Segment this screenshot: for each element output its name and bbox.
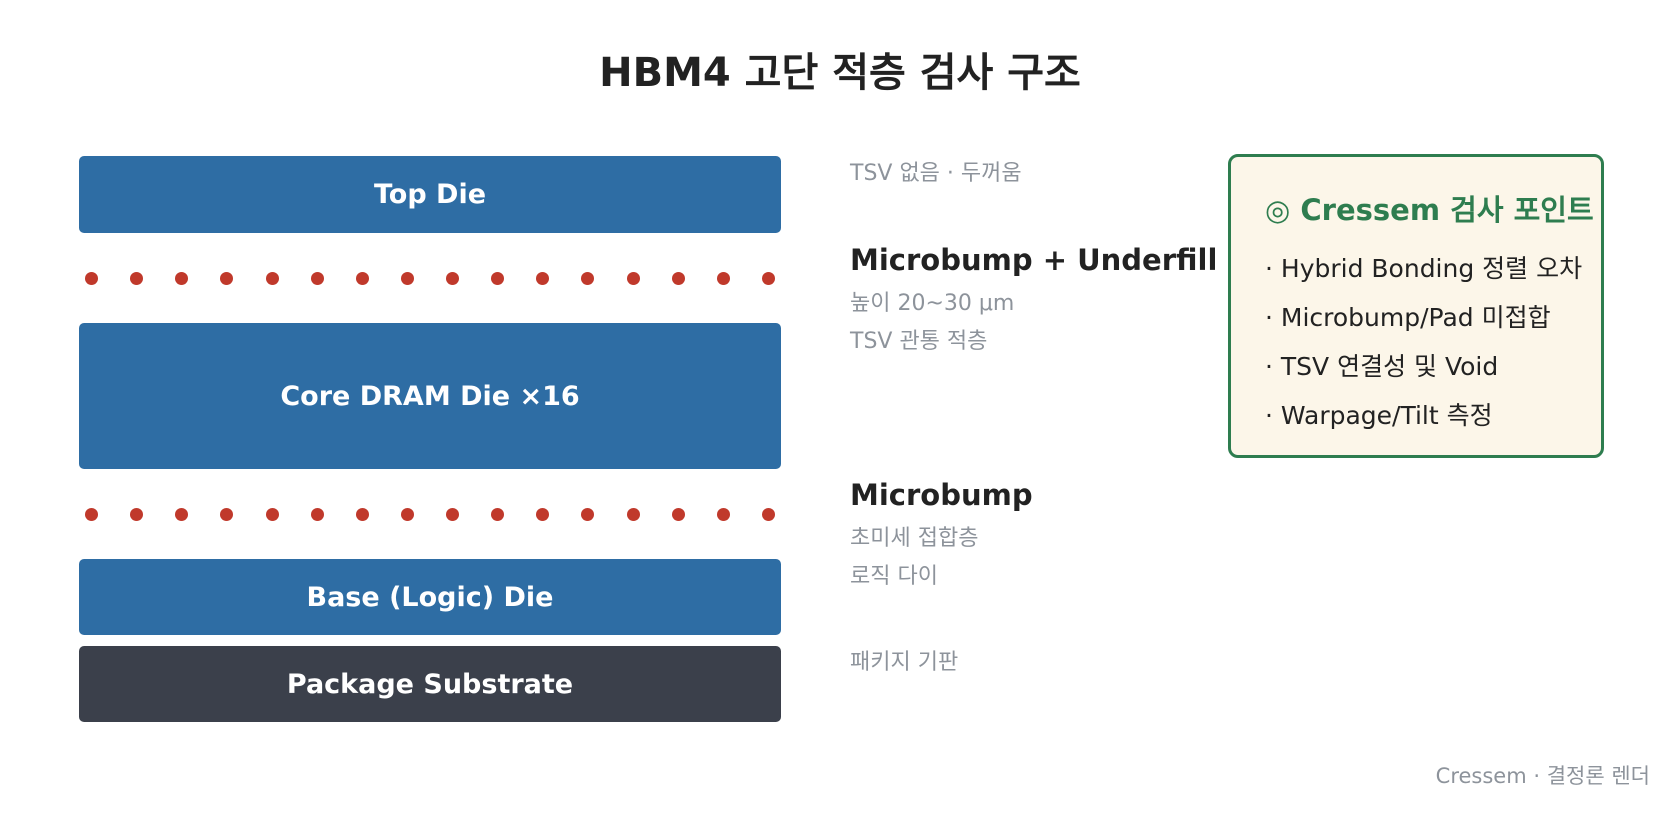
microbump-dot (130, 272, 144, 285)
microbump-dot (400, 272, 414, 285)
inspection-item-warpage-tilt: · Warpage/Tilt 측정 (1265, 401, 1493, 430)
core-dram-die-layer: Core DRAM Die ×16 (79, 323, 781, 469)
microbump-dot (220, 508, 234, 521)
microbump-row-upper (79, 269, 781, 289)
microbump-dot (536, 508, 550, 521)
upper-bump-height: 높이 20~30 μm (850, 291, 1015, 316)
microbump-dot (581, 272, 595, 285)
microbump-dot (220, 272, 234, 285)
microbump-dot (355, 272, 369, 285)
microbump-dot (85, 272, 98, 285)
upper-bump-tsv: TSV 관통 적층 (850, 329, 988, 354)
microbump-dot (626, 272, 640, 285)
inspection-points-title: ◎ Cressem 검사 포인트 (1265, 193, 1594, 227)
microbump-dot (130, 508, 144, 521)
microbump-dot (716, 508, 730, 521)
microbump-dot (626, 508, 640, 521)
inspection-item-tsv-void: · TSV 연결성 및 Void (1265, 352, 1499, 381)
microbump-dot (175, 272, 189, 285)
microbump-row-lower (79, 505, 781, 525)
lower-bump-fine-layer: 초미세 접합층 (850, 526, 979, 551)
microbump-dot (491, 272, 505, 285)
microbump-dot (265, 272, 279, 285)
microbump-dot (716, 272, 730, 285)
lower-bump-logic-die: 로직 다이 (850, 564, 938, 589)
base-logic-die-layer: Base (Logic) Die (79, 559, 781, 635)
inspection-points-box: ◎ Cressem 검사 포인트 · Hybrid Bonding 정렬 오차 … (1228, 154, 1604, 458)
microbump-dot (671, 508, 685, 521)
microbump-dot (400, 508, 414, 521)
microbump-dot (581, 508, 595, 521)
microbump-dot (762, 272, 775, 285)
microbump-dot (536, 272, 550, 285)
microbump-dot (671, 272, 685, 285)
microbump-dot (175, 508, 189, 521)
microbump-dot (265, 508, 279, 521)
microbump-dot (85, 508, 98, 521)
microbump-dot (762, 508, 775, 521)
microbump-dot (446, 508, 460, 521)
diagram-title: HBM4 고단 적층 검사 구조 (599, 50, 1081, 96)
top-die-layer: Top Die (79, 156, 781, 233)
footer-credit: Cressem · 결정론 렌더 (1435, 764, 1650, 788)
inspection-item-hybrid-bonding: · Hybrid Bonding 정렬 오차 (1265, 254, 1583, 283)
substrate-note: 패키지 기판 (850, 650, 959, 675)
microbump-dot (491, 508, 505, 521)
microbump-dot (355, 508, 369, 521)
microbump-dot (310, 508, 324, 521)
microbump-dot (310, 272, 324, 285)
inspection-item-microbump-pad: · Microbump/Pad 미접합 (1265, 303, 1551, 332)
lower-bump-title: Microbump (850, 478, 1033, 512)
top-die-note: TSV 없음 · 두꺼움 (850, 161, 1022, 186)
upper-bump-title: Microbump + Underfill (850, 243, 1218, 277)
microbump-dot (446, 272, 460, 285)
package-substrate-layer: Package Substrate (79, 646, 781, 722)
